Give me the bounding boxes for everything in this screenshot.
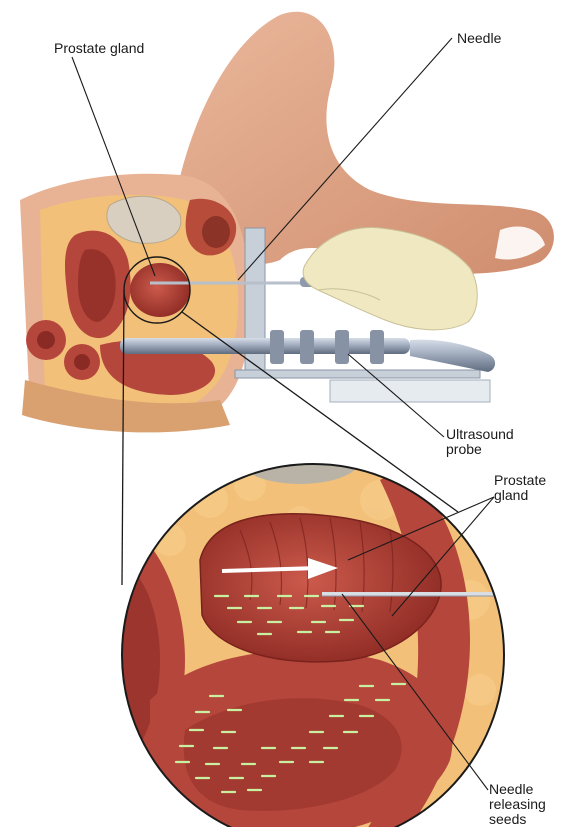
- label-prostate-gland-inset: Prostate gland: [494, 473, 546, 503]
- label-prostate-gland: Prostate gland: [54, 41, 144, 56]
- label-needle: Needle: [457, 31, 501, 46]
- magnified-inset: [120, 436, 510, 827]
- label-ultrasound-probe: Ultrasound probe: [446, 427, 514, 457]
- label-needle-releasing-seeds: Needle releasing seeds: [489, 782, 546, 827]
- sagittal-body-section: [20, 12, 554, 433]
